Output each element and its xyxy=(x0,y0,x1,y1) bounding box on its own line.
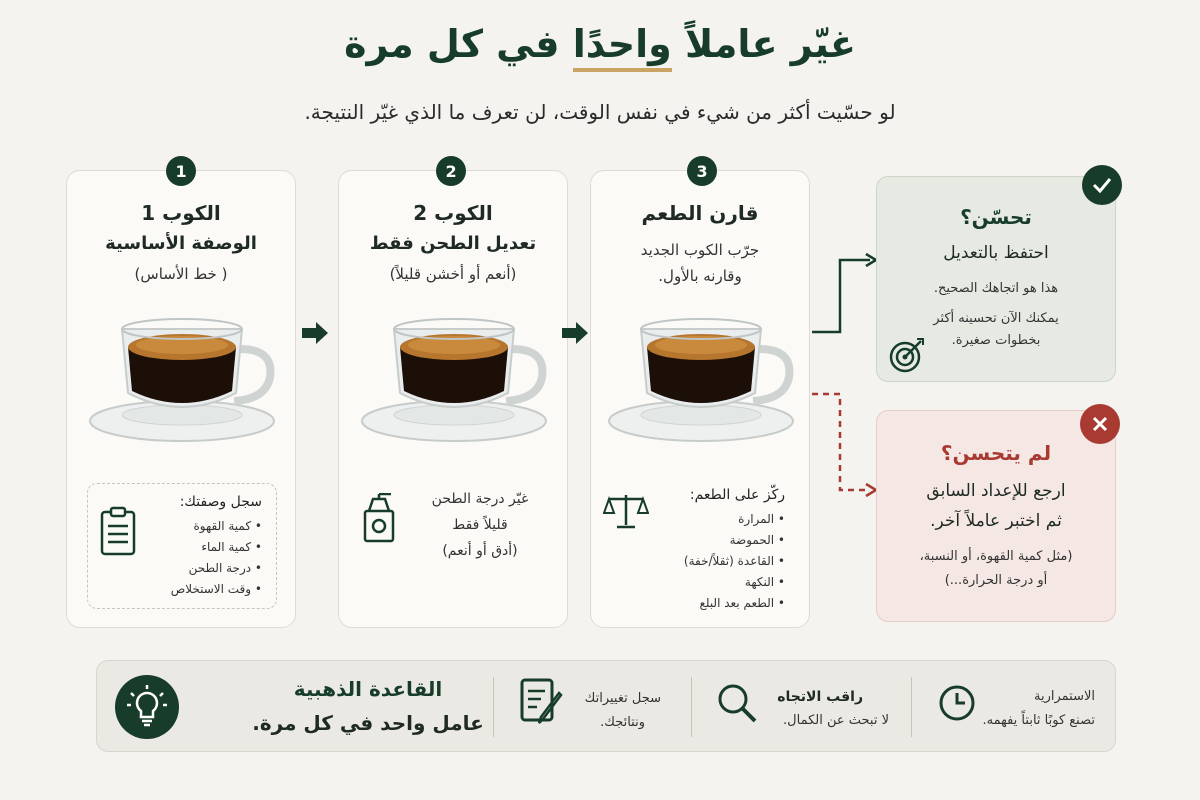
step-note: ( خط الأساس) xyxy=(134,265,228,283)
step-line: جرّب الكوب الجديد xyxy=(640,241,760,259)
tip-text: لا تبحث عن الكمال. xyxy=(783,713,889,728)
result-line: يمكنك الآن تحسينه أكثر xyxy=(933,311,1059,326)
step-subtitle: تعديل الطحن فقط xyxy=(369,233,537,254)
divider xyxy=(493,677,494,737)
tip-title: راقب الاتجاه xyxy=(777,689,863,705)
step-subtitle: الوصفة الأساسية xyxy=(105,233,257,254)
clipboard-icon xyxy=(100,506,136,556)
result-title: تحسّن؟ xyxy=(960,205,1032,229)
lightbulb-icon xyxy=(115,675,179,739)
notes-icon xyxy=(520,678,563,724)
clock-icon xyxy=(939,685,975,721)
tip-text: سجل تغييراتك xyxy=(584,691,661,706)
list-item: المرارة xyxy=(684,509,785,530)
step-number-2: 2 xyxy=(436,156,466,186)
step-number-1: 1 xyxy=(166,156,196,186)
result-line: أو درجة الحرارة...) xyxy=(944,573,1048,588)
result-line: هذا هو اتجاهك الصحيح. xyxy=(933,281,1059,296)
list-item: وقت الاستخلاص xyxy=(171,579,262,600)
page-title-full: غيّر عاملاً واحدًا في كل مرة xyxy=(0,22,1200,72)
tip-text: تصنع كوبًا ثابتاً يفهمه. xyxy=(982,713,1096,728)
list-item: درجة الطحن xyxy=(171,558,262,579)
recipe-note-box: سجل وصفتك: كمية القهوة كمية الماء درجة ا… xyxy=(87,483,277,609)
golden-rule-text: عامل واحد في كل مرة. xyxy=(252,711,484,735)
divider xyxy=(691,677,692,737)
step-title: الكوب 1 xyxy=(141,201,221,225)
result-improved-card: تحسّن؟ احتفظ بالتعديل هذا هو اتجاهك الصح… xyxy=(876,176,1116,382)
step-card-1: الكوب 1 الوصفة الأساسية ( خط الأساس) سجل… xyxy=(66,170,296,628)
step-card-2: الكوب 2 تعديل الطحن فقط (أنعم أو أخشن قل… xyxy=(338,170,568,628)
box-line: (أدق أو أنعم) xyxy=(442,543,518,559)
result-line: بخطوات صغيرة. xyxy=(951,333,1041,348)
arrow-right-icon xyxy=(302,322,328,344)
list-item: الحموضة xyxy=(684,530,785,551)
result-action: ارجع للإعداد السابق xyxy=(926,481,1066,501)
page-subtitle: لو حسّيت أكثر من شيء في نفس الوقت، لن تع… xyxy=(304,100,896,124)
tip-text: ونتائجك. xyxy=(600,715,645,730)
title-highlight: واحدًا xyxy=(572,22,672,72)
list-item: كمية الماء xyxy=(171,537,262,558)
tip-title: الاستمرارية xyxy=(1033,689,1095,704)
golden-rule-title: القاعدة الذهبية xyxy=(293,677,443,701)
x-icon xyxy=(1080,404,1120,444)
list-item: النكهة xyxy=(684,572,785,593)
step-card-3: قارن الطعم جرّب الكوب الجديد وقارنه بالأ… xyxy=(590,170,810,628)
result-line: (مثل كمية القهوة، أو النسبة، xyxy=(919,549,1073,564)
check-icon xyxy=(1082,165,1122,205)
target-icon xyxy=(889,338,924,373)
note-list: كمية القهوة كمية الماء درجة الطحن وقت ال… xyxy=(171,516,262,600)
scale-icon xyxy=(603,495,649,529)
note-heading: سجل وصفتك: xyxy=(179,494,262,510)
note-list: المرارة الحموضة القاعدة (ثقلاً/خفة) النك… xyxy=(684,509,785,614)
result-connectors xyxy=(812,252,879,498)
title-post-full: في كل مرة xyxy=(344,22,573,66)
divider xyxy=(911,677,912,737)
espresso-cup-image xyxy=(89,318,275,442)
result-not-improved-card: لم يتحسن؟ ارجع للإعداد السابق ثم اختبر ع… xyxy=(876,410,1116,622)
golden-rule-bar: الاستمرارية تصنع كوبًا ثابتاً يفهمه. راق… xyxy=(96,660,1116,752)
title-pre: غيّر عاملاً xyxy=(671,22,856,66)
box-line: قليلاً فقط xyxy=(452,517,508,533)
grinder-icon xyxy=(363,493,395,543)
step-title: قارن الطعم xyxy=(641,201,759,225)
list-item: الطعم بعد البلع xyxy=(684,593,785,614)
box-line: غيّر درجة الطحن xyxy=(431,491,529,507)
espresso-cup-image xyxy=(361,318,547,442)
result-title: لم يتحسن؟ xyxy=(940,441,1052,465)
list-item: القاعدة (ثقلاً/خفة) xyxy=(684,551,785,572)
step-title: الكوب 2 xyxy=(413,201,493,225)
arrow-right-icon xyxy=(562,322,588,344)
result-action: احتفظ بالتعديل xyxy=(943,243,1049,263)
note-heading: ركّز على الطعم: xyxy=(689,487,785,503)
step-number-3: 3 xyxy=(687,156,717,186)
step-note: (أنعم أو أخشن قليلاً) xyxy=(389,265,517,283)
step-line: وقارنه بالأول. xyxy=(658,267,742,285)
espresso-cup-image xyxy=(608,318,794,442)
list-item: كمية القهوة xyxy=(171,516,262,537)
result-action: ثم اختبر عاملاً آخر. xyxy=(930,511,1062,531)
magnifier-icon xyxy=(718,684,757,723)
